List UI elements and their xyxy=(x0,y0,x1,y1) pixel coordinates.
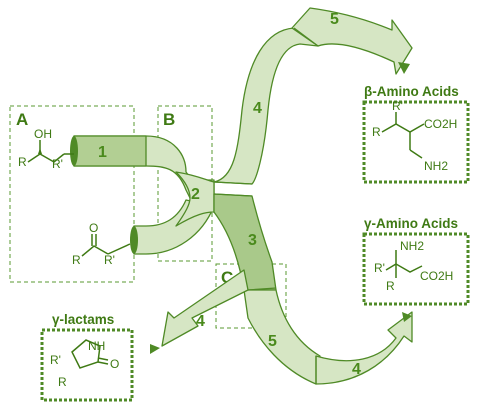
beta-co2h: CO2H xyxy=(424,117,457,131)
beta-bonds xyxy=(381,123,425,133)
step-4-bottom-label: 4 xyxy=(352,361,361,378)
alcohol-r-prime: R' xyxy=(52,157,63,171)
pipe-cap-ketone xyxy=(130,226,138,254)
divider-2-4 xyxy=(213,181,253,185)
gamma-box xyxy=(362,232,470,306)
arrow-step-4-left xyxy=(161,269,249,347)
region-a-label: A xyxy=(16,110,28,129)
step-5-bottom-label: 5 xyxy=(268,333,277,350)
arrow-tip-bottom xyxy=(402,312,412,322)
gamma-r-prime: R' xyxy=(374,261,385,275)
gamma-bonds xyxy=(395,250,423,273)
beta-box xyxy=(362,100,470,184)
ketone-r-prime: R' xyxy=(104,253,115,267)
alcohol-bonds xyxy=(27,153,65,163)
divider-2-3 xyxy=(213,193,253,197)
arrow-tip-left xyxy=(150,344,160,354)
divider-4-5 xyxy=(293,27,319,47)
step-3-label: 3 xyxy=(248,232,257,249)
ketone-o: O xyxy=(89,221,98,235)
lactam-box xyxy=(40,328,134,402)
alcohol-oh: OH xyxy=(34,127,52,141)
alcohol-r: R xyxy=(18,155,27,169)
beta-nh2: NH2 xyxy=(424,159,448,173)
gamma-co2h: CO2H xyxy=(420,269,453,283)
step-2-label: 2 xyxy=(191,186,200,203)
ketone-r: R xyxy=(72,253,81,267)
pipe-step-1-dark xyxy=(73,135,147,167)
pipe-step-4-top xyxy=(213,27,319,185)
region-b-label: B xyxy=(163,110,175,129)
arrow-step-5-top xyxy=(291,7,413,75)
lactam-r: R xyxy=(58,375,67,389)
lactam-ring xyxy=(71,339,101,369)
lactam-r-prime: R' xyxy=(50,353,61,367)
lactam-o: O xyxy=(110,357,119,371)
pipe-step-5-bottom xyxy=(243,289,321,385)
step-4-top-label: 4 xyxy=(253,100,262,117)
step-5-top-label: 5 xyxy=(330,11,339,28)
beta-r: R xyxy=(372,125,381,139)
arrow-step-4-bottom xyxy=(315,311,413,385)
gamma-r: R xyxy=(386,279,395,293)
gamma-lactams-title: γ-lactams xyxy=(52,312,114,327)
lactam-nh: NH xyxy=(88,339,105,353)
divider-3-5 xyxy=(247,287,277,291)
beta-r-prime: R' xyxy=(392,99,403,113)
gamma-amino-acids-title: γ-Amino Acids xyxy=(364,216,458,231)
gamma-nh2: NH2 xyxy=(400,239,424,253)
region-a-box xyxy=(9,105,135,283)
step-1-label: 1 xyxy=(98,144,107,161)
pipe-cap-alcohol xyxy=(70,136,78,166)
beta-amino-acids-title: β-Amino Acids xyxy=(364,84,459,99)
arrow-tip-top xyxy=(398,62,410,74)
junction-step-2 xyxy=(175,171,215,227)
ketone-bonds xyxy=(81,245,109,257)
step-4-left-label: 4 xyxy=(196,313,205,330)
